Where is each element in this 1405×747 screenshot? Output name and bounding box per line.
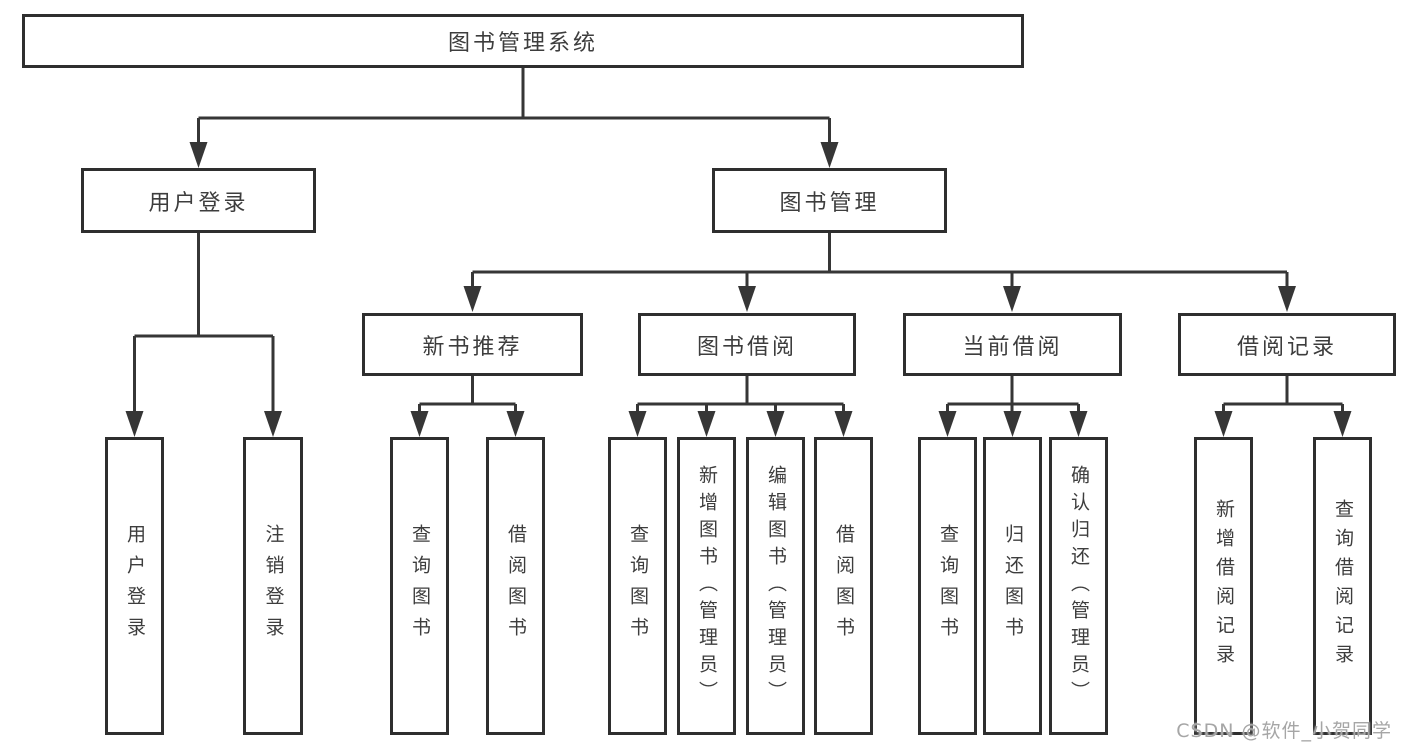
node-borrowing-records: 借阅记录 [1178,313,1396,376]
watermark: CSDN @软件_小贺同学 [1176,720,1392,742]
node-root: 图书管理系统 [22,14,1024,68]
leaf-add-borrow-record: 新增借阅记录 [1194,437,1253,735]
node-label: 新增借阅记录 [1213,499,1235,673]
node-current-borrowing: 当前借阅 [903,313,1122,376]
node-label: 图书管理 [779,190,880,216]
node-label: 注销登录 [262,524,285,648]
leaf-user-login: 用户登录 [105,437,164,735]
node-label: 新书推荐 [422,334,523,360]
node-label: 当前借阅 [962,334,1063,360]
leaf-edit-book-admin: 编辑图书（管理员） [746,437,805,735]
leaf-confirm-return-admin: 确认归还（管理员） [1049,437,1108,735]
node-label: 查询借阅记录 [1332,499,1354,673]
node-new-book-recommendation: 新书推荐 [362,313,583,376]
leaf-query-books-current: 查询图书 [918,437,977,735]
node-label: 用户登录 [148,190,249,216]
leaf-logout-login: 注销登录 [243,437,303,735]
node-book-borrowing: 图书借阅 [638,313,856,376]
node-label: 新增图书（管理员） [696,464,718,708]
connector-arrowhead-icons [125,142,1352,437]
leaf-query-borrow-record: 查询借阅记录 [1313,437,1372,735]
leaf-add-book-admin: 新增图书（管理员） [677,437,736,735]
node-label: 查询图书 [409,524,431,648]
node-label: 借阅图书 [833,524,855,648]
node-label: 借阅记录 [1236,334,1337,360]
node-book-management: 图书管理 [712,168,947,233]
leaf-query-books-recommend: 查询图书 [390,437,449,735]
node-label: 图书管理系统 [447,31,598,56]
node-label: 归还图书 [1002,524,1024,648]
node-label: 确认归还（管理员） [1068,464,1090,708]
leaf-query-books-borrowing: 查询图书 [608,437,667,735]
node-label: 借阅图书 [505,524,527,648]
leaf-borrow-books-recommend: 借阅图书 [486,437,545,735]
leaf-return-books: 归还图书 [983,437,1042,735]
node-label: 用户登录 [124,524,146,648]
leaf-borrow-books: 借阅图书 [814,437,873,735]
node-label: 图书借阅 [696,334,797,360]
node-label: 查询图书 [627,524,649,648]
node-label: 查询图书 [937,524,959,648]
node-label: 编辑图书（管理员） [765,464,787,708]
node-user-login: 用户登录 [81,168,316,233]
